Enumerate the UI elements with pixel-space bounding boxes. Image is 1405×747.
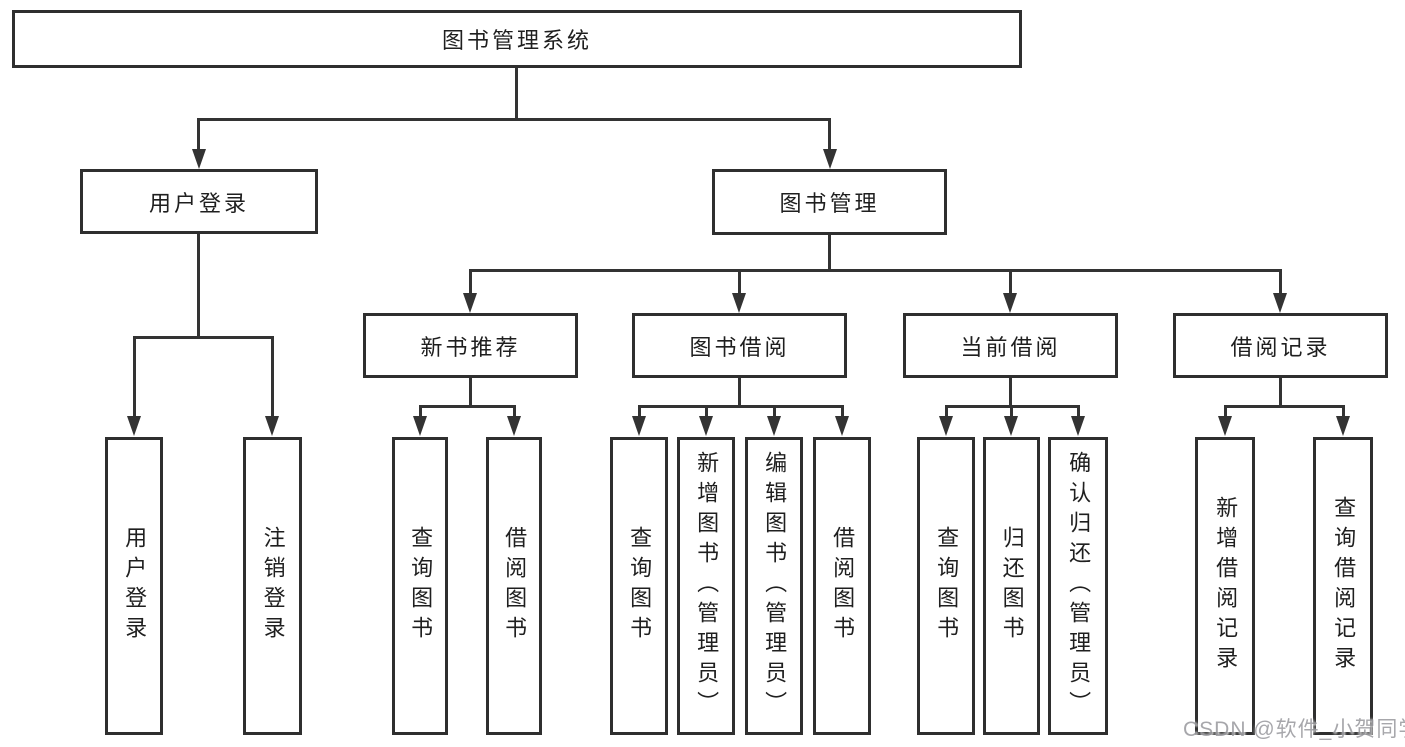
leaf-label: 查询图书 — [934, 526, 960, 646]
leaf-label: 借阅图书 — [830, 526, 856, 646]
node-new-books-label: 新书推荐 — [420, 334, 521, 360]
node-root-label: 图书管理系统 — [441, 28, 592, 53]
node-book-mgmt: 图书管理 — [712, 169, 947, 235]
arrowhead-down-icon — [835, 416, 849, 436]
leaf-add-borrow-record: 新增借阅记录 — [1195, 437, 1255, 735]
connector-line — [197, 234, 200, 338]
leaf-borrow-books: 借阅图书 — [486, 437, 542, 735]
connector-line — [828, 235, 831, 271]
arrowhead-down-icon — [507, 416, 521, 436]
arrowhead-down-icon — [1218, 416, 1232, 436]
leaf-label: 查询借阅记录 — [1331, 496, 1357, 676]
arrowhead-down-icon — [732, 293, 746, 313]
leaf-label: 新增图书（管理员） — [694, 451, 720, 721]
connector-line — [638, 405, 844, 408]
leaf-label: 归还图书 — [999, 526, 1025, 646]
leaf-query-books: 查询图书 — [610, 437, 668, 735]
connector-line — [738, 269, 741, 295]
leaf-query-borrow-record: 查询借阅记录 — [1313, 437, 1373, 735]
connector-line — [1009, 378, 1012, 408]
arrowhead-down-icon — [823, 149, 837, 169]
leaf-logout: 注销登录 — [243, 437, 302, 735]
arrowhead-down-icon — [463, 293, 477, 313]
connector-line — [1077, 405, 1080, 418]
connector-line — [1342, 405, 1345, 418]
connector-line — [738, 378, 741, 408]
arrowhead-down-icon — [1071, 416, 1085, 436]
connector-line — [271, 336, 274, 417]
leaf-user-login: 用户登录 — [105, 437, 163, 735]
connector-line — [638, 405, 641, 418]
node-current-borrow-label: 当前借阅 — [960, 334, 1061, 360]
connector-line — [1009, 269, 1012, 295]
leaf-label: 查询图书 — [627, 526, 653, 646]
node-borrow-records: 借阅记录 — [1173, 313, 1388, 378]
node-borrowing-label: 图书借阅 — [689, 334, 790, 360]
arrowhead-down-icon — [632, 416, 646, 436]
arrowhead-down-icon — [1336, 416, 1350, 436]
connector-line — [1224, 405, 1345, 408]
connector-line — [705, 405, 708, 418]
connector-line — [945, 405, 948, 418]
leaf-label: 编辑图书（管理员） — [762, 451, 788, 721]
node-book-mgmt-label: 图书管理 — [779, 191, 880, 216]
arrowhead-down-icon — [265, 416, 279, 436]
leaf-label: 借阅图书 — [502, 526, 528, 646]
arrowhead-down-icon — [939, 416, 953, 436]
connector-line — [197, 118, 200, 151]
connector-line — [1279, 269, 1282, 295]
connector-line — [513, 405, 516, 418]
arrowhead-down-icon — [127, 416, 141, 436]
leaf-label: 新增借阅记录 — [1213, 496, 1239, 676]
connector-line — [773, 405, 776, 418]
arrowhead-down-icon — [699, 416, 713, 436]
connector-line — [828, 118, 831, 151]
connector-line — [197, 118, 831, 121]
connector-line — [1010, 405, 1013, 418]
leaf-label: 注销登录 — [260, 526, 286, 646]
arrowhead-down-icon — [192, 149, 206, 169]
leaf-borrow-books: 借阅图书 — [813, 437, 871, 735]
leaf-query-books: 查询图书 — [917, 437, 975, 735]
csdn-watermark: CSDN @软件_小贺同学 — [1183, 718, 1405, 741]
arrowhead-down-icon — [413, 416, 427, 436]
leaf-return-books: 归还图书 — [983, 437, 1040, 735]
connector-line — [133, 336, 274, 339]
connector-line — [515, 68, 518, 120]
connector-line — [469, 269, 472, 295]
leaf-label: 用户登录 — [122, 526, 148, 646]
node-borrowing: 图书借阅 — [632, 313, 847, 378]
connector-line — [469, 269, 1282, 272]
node-user-login: 用户登录 — [80, 169, 318, 234]
arrowhead-down-icon — [1273, 293, 1287, 313]
node-borrow-records-label: 借阅记录 — [1230, 334, 1331, 360]
leaf-add-books-admin: 新增图书（管理员） — [677, 437, 735, 735]
arrowhead-down-icon — [767, 416, 781, 436]
connector-line — [1224, 405, 1227, 418]
node-new-books: 新书推荐 — [363, 313, 578, 378]
leaf-query-books: 查询图书 — [392, 437, 448, 735]
connector-line — [841, 405, 844, 418]
leaf-edit-books-admin: 编辑图书（管理员） — [745, 437, 803, 735]
arrowhead-down-icon — [1003, 293, 1017, 313]
arrowhead-down-icon — [1004, 416, 1018, 436]
connector-line — [133, 336, 136, 417]
leaf-label: 确认归还（管理员） — [1066, 451, 1092, 721]
leaf-confirm-return-admin: 确认归还（管理员） — [1048, 437, 1108, 735]
node-current-borrow: 当前借阅 — [903, 313, 1118, 378]
connector-line — [469, 378, 472, 408]
leaf-label: 查询图书 — [408, 526, 434, 646]
connector-line — [419, 405, 516, 408]
node-user-login-label: 用户登录 — [148, 190, 249, 216]
connector-line — [1279, 378, 1282, 408]
node-root: 图书管理系统 — [12, 10, 1022, 68]
connector-line — [419, 405, 422, 418]
